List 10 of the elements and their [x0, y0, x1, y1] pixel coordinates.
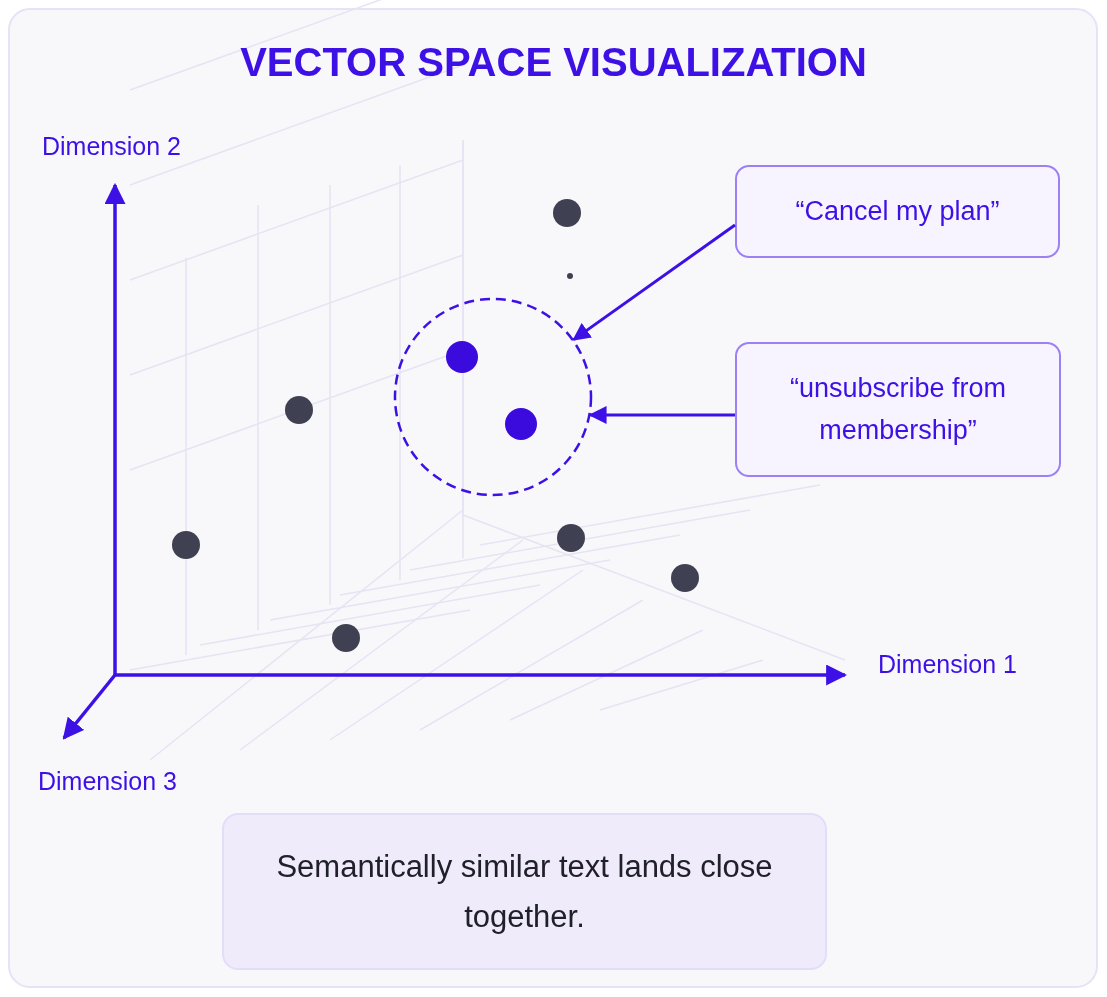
callout-box: “unsubscribe from membership” [735, 342, 1061, 477]
dashed-cluster-circle [393, 297, 593, 497]
title: VECTOR SPACE VISUALIZATION [239, 40, 868, 85]
axis-label: Dimension 1 [878, 650, 1017, 679]
arrow [572, 223, 736, 341]
callout-box: “Cancel my plan” [735, 165, 1060, 258]
axis-label: Dimension 2 [42, 132, 181, 161]
caption-box: Semantically similar text lands close together. [222, 813, 827, 970]
arrow [588, 406, 735, 424]
axis-label: Dimension 3 [38, 767, 177, 796]
